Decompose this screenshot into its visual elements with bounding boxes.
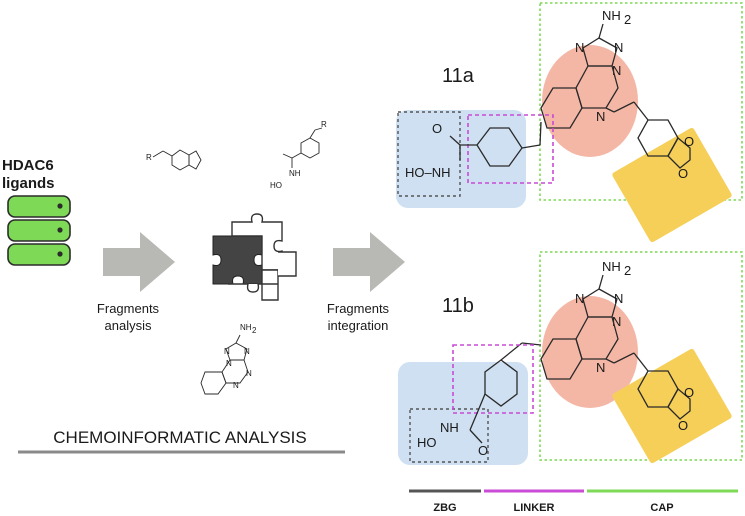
legend: ZBG LINKER CAP (409, 489, 738, 514)
atom-n-11b-1: N (575, 291, 584, 306)
atom-n-11a-1: N (575, 40, 584, 55)
fragment-r-label-1: R (146, 153, 152, 162)
legend-label-cap: CAP (650, 502, 673, 514)
fragment-ho-label: HO (270, 181, 282, 190)
core-ellipse-11a (542, 45, 638, 157)
integration-label-line2: integration (328, 318, 389, 333)
fragment-hydroxamate: R NH HO (270, 120, 327, 190)
atom-n-11a-3: N (612, 63, 621, 78)
atom-o-11b-2: O (684, 385, 694, 400)
legend-label-linker: LINKER (514, 502, 555, 514)
fragment-n1: N (224, 347, 230, 356)
atom-n-11b-4: N (596, 360, 605, 375)
analysis-label-line2: analysis (105, 318, 152, 333)
hydroxamate-11a: HO–NH (405, 165, 451, 180)
zbg-region-11b (409, 408, 489, 463)
atom-n-11b-3: N (612, 314, 621, 329)
fragment-triazoloquinazoline: NH 2 N N N N N (200, 323, 257, 395)
atom-o-11b-3: O (678, 418, 688, 433)
database-icon (7, 195, 71, 266)
cap-region-11b (539, 251, 743, 461)
analysis-label-line1: Fragments (97, 301, 160, 316)
atom-o-11a-3: O (678, 166, 688, 181)
atom-o-11a-2: O (684, 134, 694, 149)
nh2-sub-11b: 2 (624, 263, 631, 278)
amide-nh-11b: NH (440, 420, 459, 435)
fragment-n3: N (246, 369, 252, 378)
footer-title: CHEMOINFORMATIC ANALYSIS (53, 428, 306, 447)
compound-11b: 11b NH 2 N N N N O NH HO O O (398, 251, 743, 465)
nh2-sub-11a: 2 (624, 12, 631, 27)
fragment-n4: N (233, 381, 239, 390)
database-title-line1: HDAC6 (2, 157, 54, 174)
atom-n-11a-2: N (614, 40, 623, 55)
integration-arrow (333, 232, 405, 292)
fragment-r-label-2: R (321, 120, 327, 129)
atom-o-11a: O (432, 121, 442, 136)
fragment-nh2-sub: 2 (252, 326, 257, 335)
puzzle-icon (212, 213, 297, 301)
cap-box-11a (612, 127, 732, 243)
analysis-arrow (103, 232, 175, 292)
fragment-nh2-label: NH (240, 323, 252, 332)
compound-label-11a: 11a (442, 65, 475, 87)
integration-label-line1: Fragments (327, 301, 390, 316)
nh2-label-11a: NH (602, 8, 621, 23)
legend-label-zbg: ZBG (433, 502, 456, 514)
linker-region-11b (452, 344, 534, 414)
compound-11a: 11a NH 2 N N N N O HO–NH O O (396, 2, 743, 243)
nh2-label-11b: NH (602, 259, 621, 274)
fragment-n2: N (244, 347, 250, 356)
database-title-line2: ligands (2, 175, 55, 192)
hydroxamate-ho-11b: HO (417, 435, 437, 450)
compound-label-11b: 11b (442, 295, 474, 317)
zbg-linker-region-11a (396, 110, 526, 208)
fragment-n5: N (226, 359, 232, 368)
fragment-nh-label: NH (289, 169, 301, 178)
linker-region-11a (467, 114, 554, 184)
atom-n-11a-4: N (596, 109, 605, 124)
fragment-benzodioxole: R (146, 149, 202, 171)
atom-o-11b: O (478, 443, 488, 458)
atom-n-11b-2: N (614, 291, 623, 306)
cap-box-11b (612, 348, 732, 464)
